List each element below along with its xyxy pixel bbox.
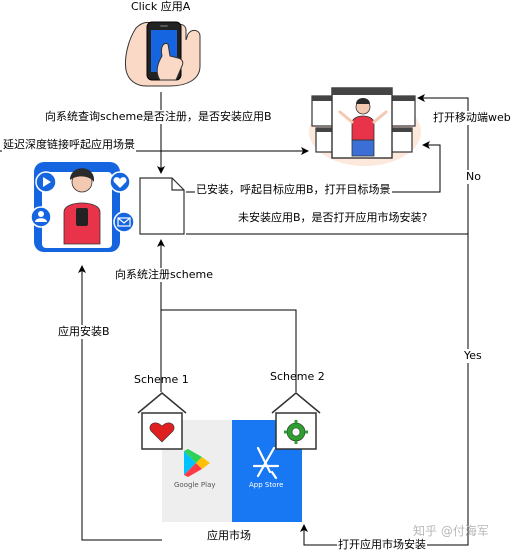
label-install-app-b: 应用安装B [57,325,111,339]
document-icon [139,177,185,235]
hand-tap-phone-icon [125,21,201,87]
label-scheme1: Scheme 1 [134,373,189,386]
label-yes: Yes [463,349,483,363]
app-store-icon [252,446,280,480]
label-open-market-install: 打开应用市场安装 [337,538,427,552]
label-google-play: Google Play [174,481,216,489]
label-register-scheme: 向系统注册scheme [114,268,215,282]
label-query-scheme: 向系统查询scheme是否注册，是否安装应用B [44,110,273,124]
watermark: 知乎 @付海军 [413,524,489,538]
web-browser-person-icon [309,87,421,166]
phone-social-person-icon [30,162,135,252]
label-app-store: App Store [249,481,284,489]
label-no: No [465,170,482,184]
label-click-a: Click 应用A [131,0,191,13]
google-play-icon [184,449,210,477]
label-open-mobile-web: 打开移动端web [432,111,512,125]
label-installed: 已安装，呼起目标应用B，打开目标场景 [195,183,392,197]
house-gear-icon [271,392,321,450]
house-heart-icon [137,392,187,450]
label-not-installed: 未安装应用B，是否打开应用市场安装? [237,211,429,225]
label-app-market: 应用市场 [207,529,251,542]
label-deferred-deeplink: 延迟深度链接呼起应用场景 [2,138,136,152]
label-scheme2: Scheme 2 [270,370,325,383]
